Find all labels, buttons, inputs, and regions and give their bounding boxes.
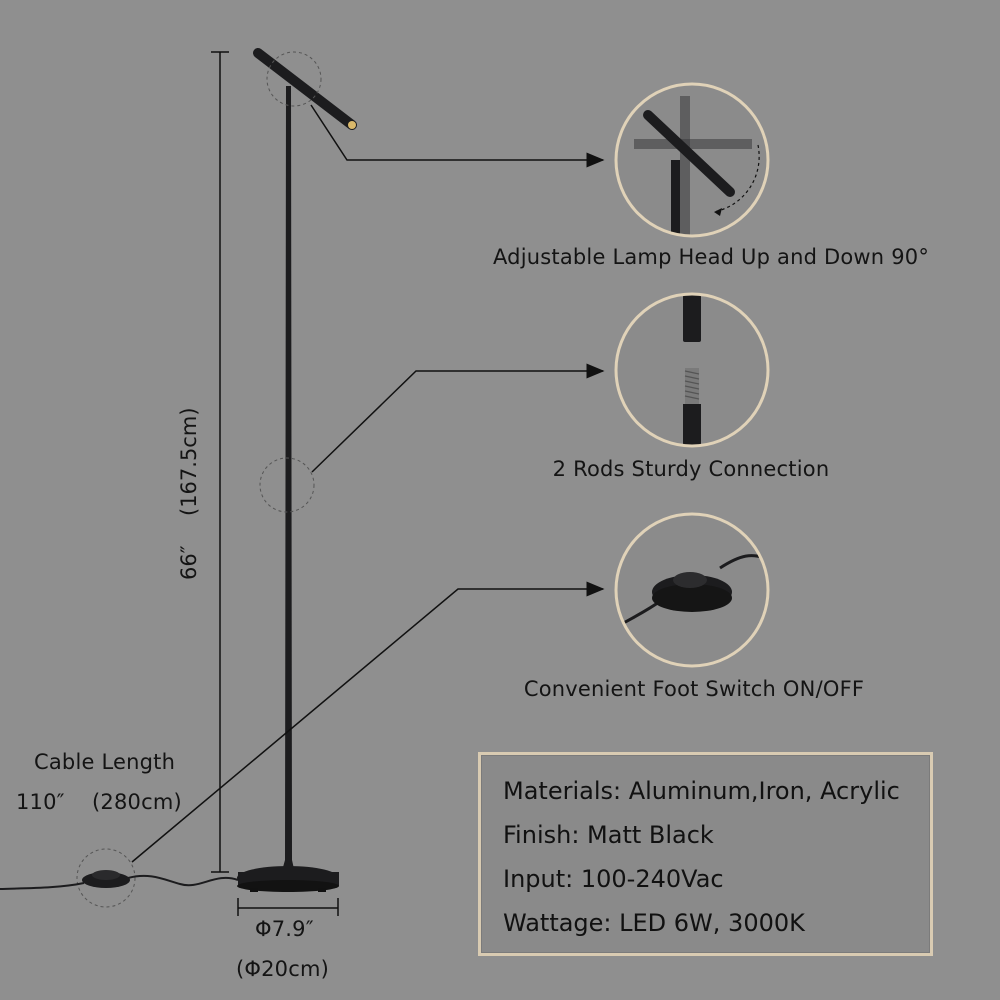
power-cable: [0, 874, 239, 890]
lamp-head-highlight: [266, 51, 322, 107]
rod-leader-arrow: [311, 363, 605, 473]
spec-finish: Finish: Matt Black: [503, 821, 714, 849]
base-diameter-inches: Φ7.9″: [255, 917, 314, 941]
base-width-dimension-line: [237, 898, 339, 916]
spec-input: Input: 100-240Vac: [503, 865, 724, 893]
foot-switch-highlight: [76, 848, 136, 908]
rod-joint-highlight: [259, 457, 315, 513]
detail-circle-head: [614, 82, 770, 238]
cable-length-inches: 110″: [16, 790, 65, 814]
base-diameter-cm: (Φ20cm): [236, 957, 330, 981]
cable-length-cm: (280cm): [92, 790, 182, 814]
cable-length-title: Cable Length: [34, 750, 176, 774]
detail-circle-switch: [614, 512, 770, 668]
feature-label-head: Adjustable Lamp Head Up and Down 90°: [492, 245, 930, 269]
switch-leader-arrow: [131, 581, 605, 863]
lamp-base: [237, 866, 339, 892]
foot-switch: [82, 870, 130, 888]
spec-box: Materials: Aluminum,Iron, Acrylic Finish…: [478, 752, 933, 956]
detail-circle-rods: [614, 292, 770, 448]
spec-materials: Materials: Aluminum,Iron, Acrylic: [503, 777, 900, 805]
height-cm-label: (167.5cm): [177, 407, 201, 516]
height-dimension-line: [211, 51, 229, 873]
head-leader-arrow: [310, 104, 605, 168]
spec-wattage: Wattage: LED 6W, 3000K: [503, 909, 805, 937]
feature-label-switch: Convenient Foot Switch ON/OFF: [523, 677, 865, 701]
lamp-head: [253, 48, 357, 130]
floor-lamp: [237, 48, 357, 892]
height-inches-label: 66″: [177, 545, 201, 580]
feature-label-rods: 2 Rods Sturdy Connection: [552, 457, 830, 481]
